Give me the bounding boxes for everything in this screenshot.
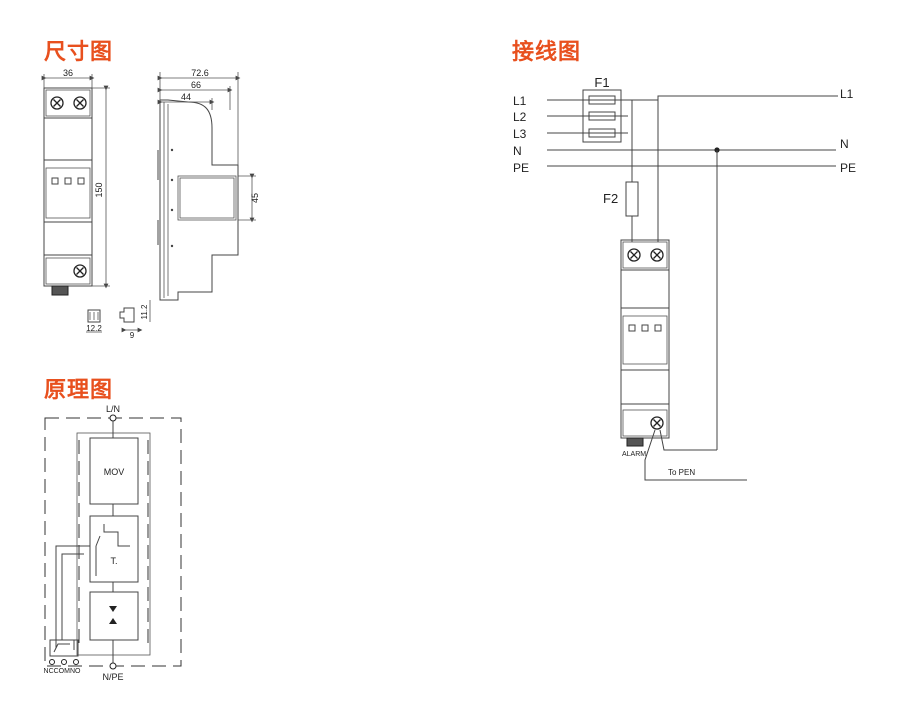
mov-block — [89, 437, 139, 505]
dashed-enclosure — [44, 417, 182, 667]
bus-label-n: N — [840, 137, 849, 151]
front-view — [43, 87, 93, 296]
schematic-diagram: L/N MOV T. N/PE NCCOMNO — [44, 404, 182, 682]
dim-height-45: 45 — [250, 193, 260, 203]
dim-width-36: 36 — [63, 68, 73, 78]
to-pen-label: To PEN — [668, 468, 695, 477]
fuse-f2 — [625, 181, 639, 217]
fuse-f1-label: F1 — [594, 75, 609, 90]
wiring-diagram: L1 L2 L3 N PE F1 L1 N PE F2 — [513, 75, 856, 481]
contacts-label: NCCOMNO — [44, 668, 81, 675]
dim-terminal-11-2: 11.2 — [140, 304, 149, 320]
mov-label: MOV — [104, 467, 125, 477]
dimension-drawing: 36 150 72.6 66 44 — [41, 68, 260, 340]
dim-height-150: 150 — [94, 182, 104, 197]
dim-depth-72-6: 72.6 — [191, 68, 209, 78]
fuse-f1-box — [582, 89, 622, 143]
dim-terminal-9: 9 — [130, 331, 135, 340]
dim-terminal-12-2: 12.2 — [86, 324, 102, 333]
bus-label-pe: PE — [840, 161, 856, 175]
terminal-top-label: L/N — [106, 404, 120, 414]
alarm-label: ALARM — [622, 451, 646, 458]
wire-label-l3: L3 — [513, 127, 527, 141]
wire-label-pe: PE — [513, 161, 529, 175]
bus-label-l1: L1 — [840, 87, 854, 101]
wire-label-n: N — [513, 144, 522, 158]
wire-label-l1: L1 — [513, 94, 527, 108]
dim-depth-66: 66 — [191, 80, 201, 90]
spd-device — [620, 239, 670, 447]
wire-label-l2: L2 — [513, 110, 527, 124]
fuse-f2-label: F2 — [603, 191, 618, 206]
terminal-bottom-label: N/PE — [102, 672, 123, 682]
gap-block — [89, 591, 139, 641]
wiring-heading: 接线图 — [512, 40, 582, 65]
dimensions-heading: 尺寸图 — [44, 40, 114, 65]
side-view — [157, 99, 239, 301]
schematic-heading: 原理图 — [44, 378, 114, 403]
thermal-label: T. — [110, 556, 117, 566]
terminal-detail: 12.2 9 11.2 — [86, 300, 151, 340]
dim-depth-44: 44 — [181, 92, 191, 102]
thermal-block — [89, 515, 139, 583]
